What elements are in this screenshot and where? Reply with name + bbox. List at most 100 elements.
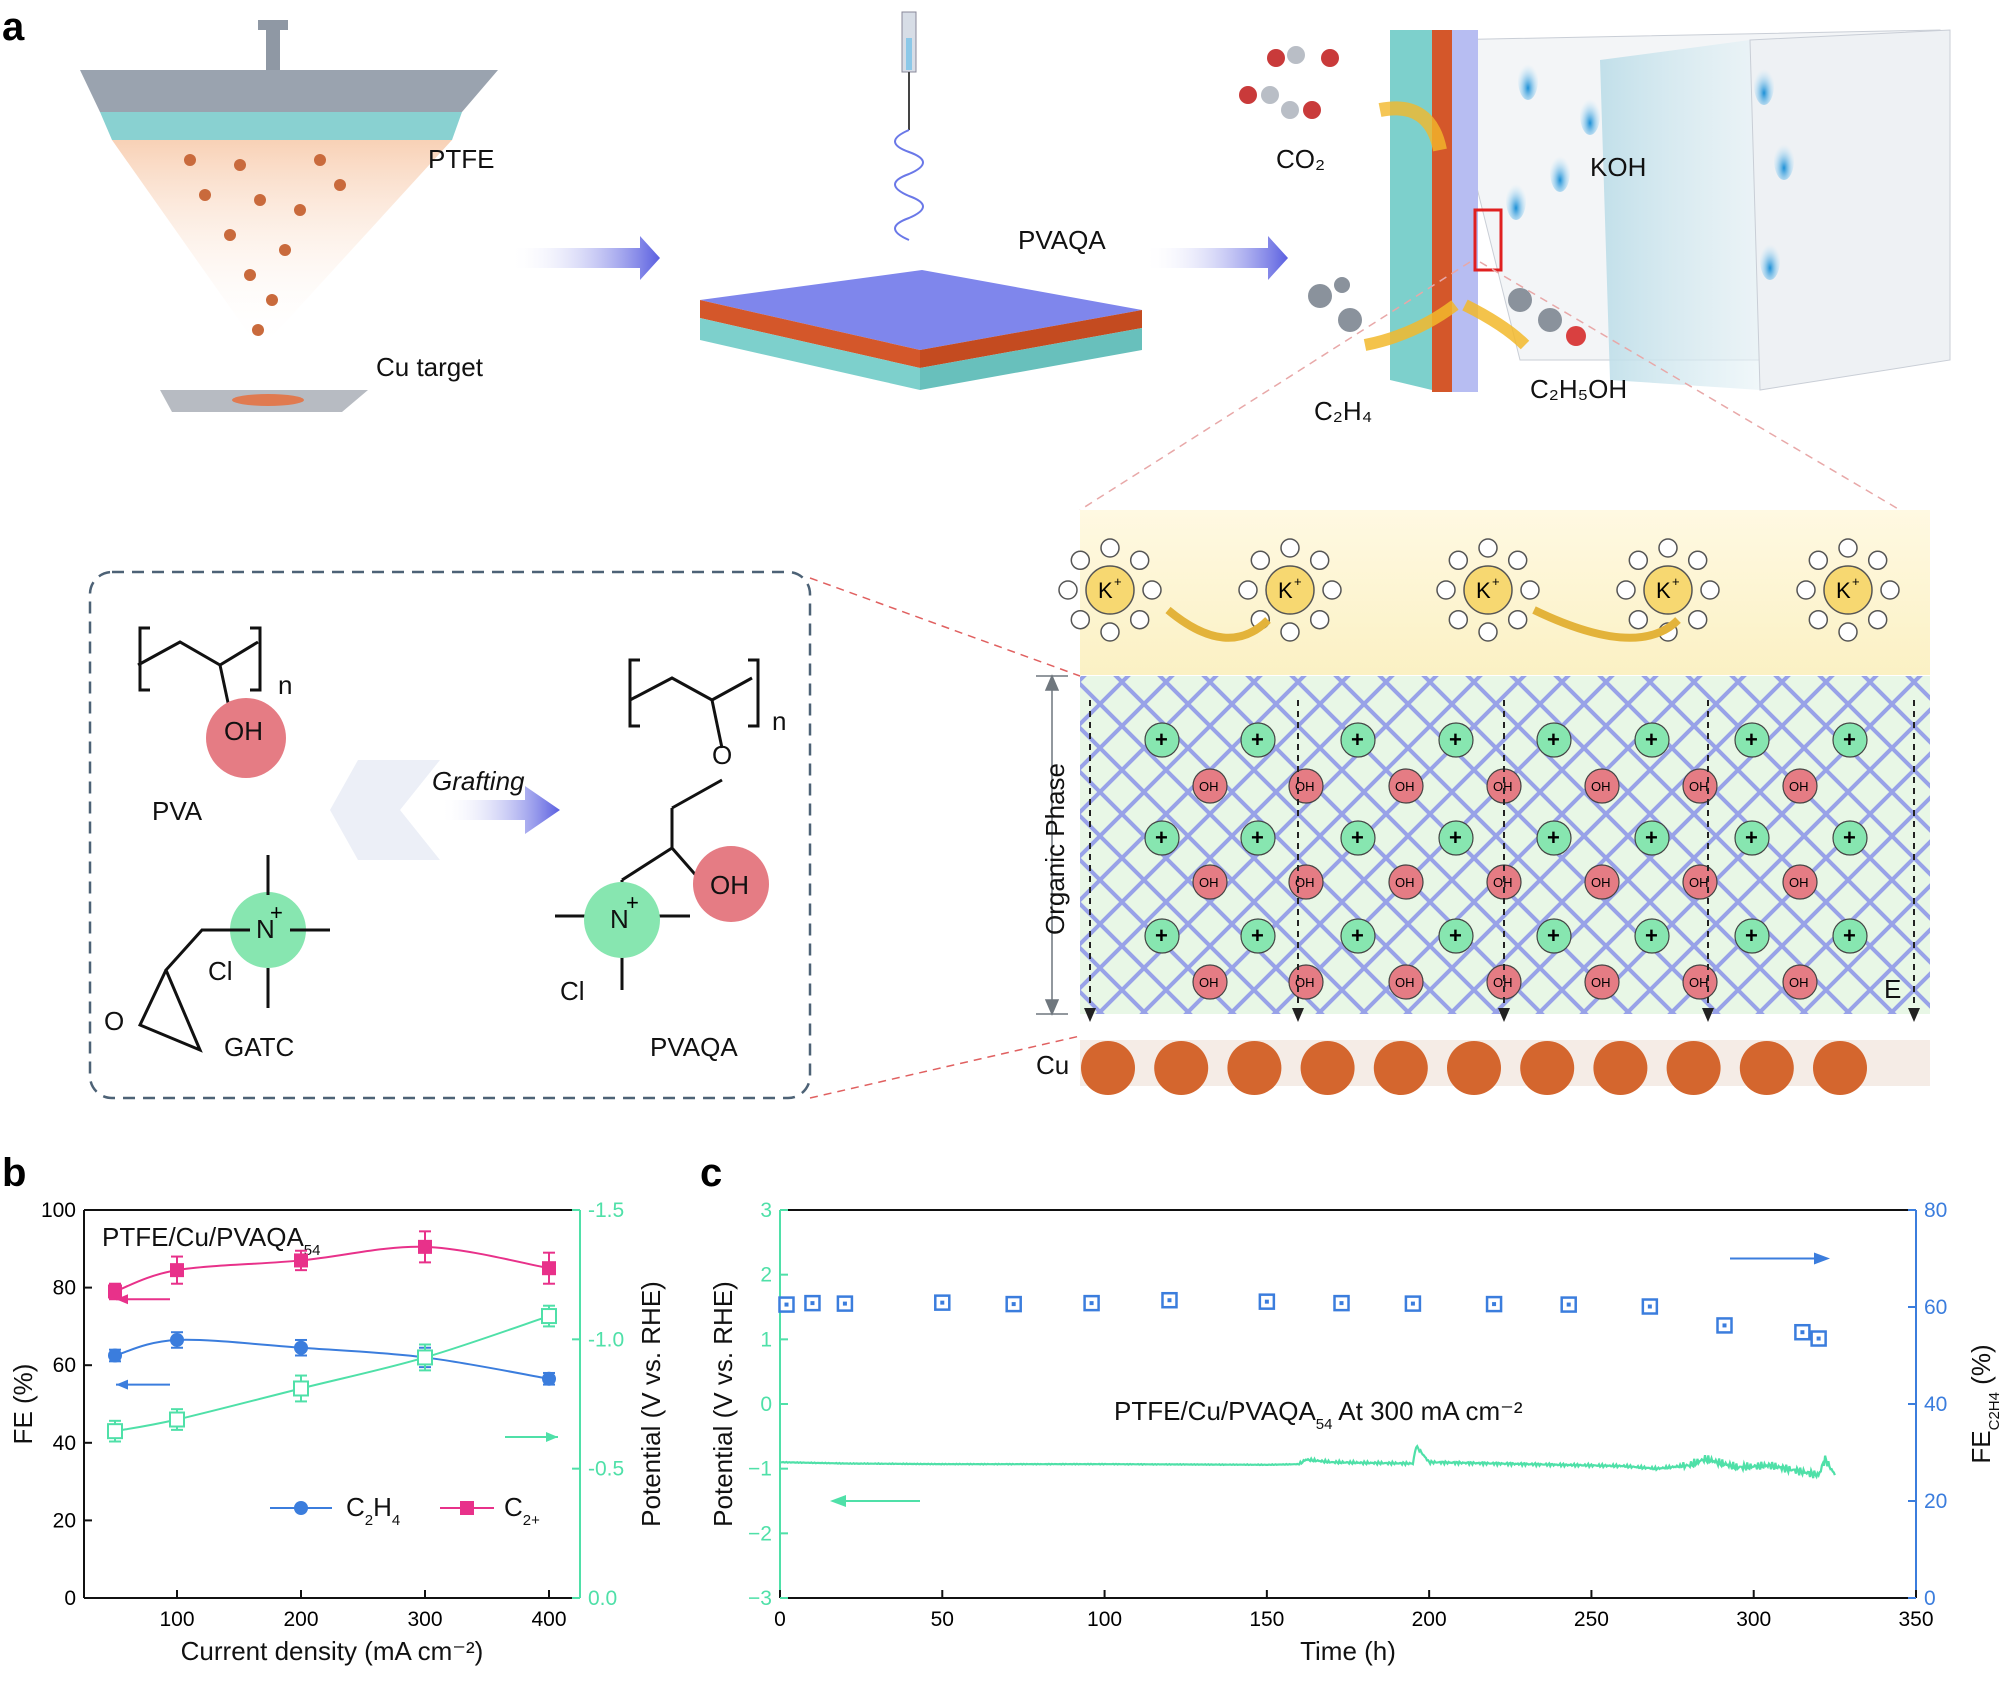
cu-particle xyxy=(1154,1041,1209,1095)
k-ion-flow-arrow xyxy=(1165,606,1271,642)
k-ion-label: K xyxy=(1656,578,1671,603)
fe-point-dot-c xyxy=(784,1302,789,1307)
sputter-illustration: PTFE Cu target xyxy=(80,20,498,412)
k-ion-charge: + xyxy=(1492,574,1500,589)
hydroxide-label: OH xyxy=(1395,779,1415,794)
zoom-lines xyxy=(809,261,1901,1099)
field-arrowhead xyxy=(1498,1008,1510,1022)
field-arrowhead xyxy=(1702,1008,1714,1022)
y-tick-label-left-c: −1 xyxy=(748,1458,772,1481)
hydroxide-site xyxy=(1782,768,1818,804)
data-point-b xyxy=(107,1423,123,1440)
hydroxide-label: OH xyxy=(1395,875,1415,890)
water-molecule xyxy=(1687,550,1708,571)
water-molecule xyxy=(1309,609,1330,630)
pva-oh: OH xyxy=(224,716,263,746)
cation-sign: + xyxy=(1351,727,1364,752)
k-ion-charge: + xyxy=(1672,574,1680,589)
hydroxide-label: OH xyxy=(1591,779,1611,794)
cation-sign: + xyxy=(1745,825,1758,850)
cation-sign: + xyxy=(1547,825,1560,850)
hydroxide-label: OH xyxy=(1295,875,1315,890)
cu-particle xyxy=(1081,1041,1135,1095)
data-point-b xyxy=(294,1253,308,1268)
hydroxide-label: OH xyxy=(1199,875,1219,890)
fe-point-dot-c xyxy=(1722,1323,1727,1328)
gatc-n: N xyxy=(256,914,275,944)
cation-site xyxy=(1144,722,1180,758)
hydroxide-site xyxy=(1584,768,1620,804)
pva-n-subscript: n xyxy=(278,670,292,700)
field-arrowhead xyxy=(1292,1008,1304,1022)
cation-sign: + xyxy=(1251,923,1264,948)
water-molecule xyxy=(1658,538,1678,558)
co2-label: CO₂ xyxy=(1276,144,1325,174)
gatc-n-plus: + xyxy=(270,900,283,925)
hydroxide-site xyxy=(1782,864,1818,900)
data-point-b xyxy=(542,1261,556,1276)
gatc-cl: Cl xyxy=(208,956,233,986)
water-molecule xyxy=(1808,550,1829,571)
y-tick-label-left-c: 2 xyxy=(760,1264,772,1287)
cation-site xyxy=(1734,820,1770,856)
cation-sign: + xyxy=(1251,825,1264,850)
y-tick-label-right-c: 40 xyxy=(1924,1393,1947,1416)
data-point-b xyxy=(169,1411,185,1428)
x-tick-label-b: 200 xyxy=(283,1608,318,1631)
flow-cell-illustration: CO₂ KOH C₂H₄ C₂H₅OH xyxy=(1239,29,1951,426)
cation-sign: + xyxy=(1843,923,1856,948)
data-point-b xyxy=(294,1340,308,1355)
cation-site xyxy=(1438,722,1474,758)
y-tick-label-right-c: 20 xyxy=(1924,1490,1947,1513)
field-arrowhead xyxy=(1084,1008,1096,1022)
fe-point-dot-c xyxy=(1647,1304,1652,1309)
x-tick-label-c: 0 xyxy=(774,1608,786,1631)
chart-b-title: PTFE/Cu/PVAQA54 xyxy=(102,1222,320,1259)
legend-marker-c2plus xyxy=(460,1501,474,1515)
cation-sign: + xyxy=(1843,825,1856,850)
y-tick-label-left-b: 0 xyxy=(64,1587,76,1610)
water-molecule xyxy=(1238,580,1258,600)
hydroxide-label: OH xyxy=(1689,975,1709,990)
water-molecule xyxy=(1436,580,1456,600)
water-molecule xyxy=(1058,580,1078,600)
c2h4-axis-arrow-head xyxy=(116,1379,128,1390)
hydroxide-label: OH xyxy=(1789,875,1809,890)
x-tick-label-c: 200 xyxy=(1412,1608,1447,1631)
cation-sign: + xyxy=(1449,825,1462,850)
water-molecule xyxy=(1507,609,1528,630)
hydroxide-label: OH xyxy=(1199,975,1219,990)
cation-sign: + xyxy=(1745,923,1758,948)
cu-layer-label: Cu xyxy=(1036,1050,1069,1080)
k-ion xyxy=(1463,565,1513,615)
cation-sign: + xyxy=(1351,923,1364,948)
electrospin-illustration: PVAQA xyxy=(700,11,1142,390)
x-tick-label-c: 300 xyxy=(1736,1608,1771,1631)
fe-point-dot-c xyxy=(1800,1330,1805,1335)
y-axis-label-left-b: FE (%) xyxy=(8,1364,38,1445)
water-molecule xyxy=(1280,538,1300,558)
fe-point-dot-c xyxy=(1089,1301,1094,1306)
fe-point-dot-c xyxy=(1264,1299,1269,1304)
y-tick-label-right-b: -0.5 xyxy=(588,1458,624,1481)
water-molecule xyxy=(1808,609,1829,630)
water-molecule xyxy=(1838,622,1858,642)
legend-marker-c2h4 xyxy=(294,1501,308,1515)
k-ion-charge: + xyxy=(1114,574,1122,589)
x-tick-label-c: 250 xyxy=(1574,1608,1609,1631)
panel-a-letter: a xyxy=(2,5,25,49)
cation-site xyxy=(1536,820,1572,856)
y-tick-label-left-b: 40 xyxy=(53,1432,76,1455)
data-point-b xyxy=(417,1349,433,1366)
water-molecule xyxy=(1687,609,1708,630)
cation-site xyxy=(1634,820,1670,856)
y-tick-label-left-c: 1 xyxy=(760,1328,772,1351)
hydroxide-label: OH xyxy=(1789,975,1809,990)
cation-site xyxy=(1634,722,1670,758)
cu-particle xyxy=(1593,1041,1648,1095)
